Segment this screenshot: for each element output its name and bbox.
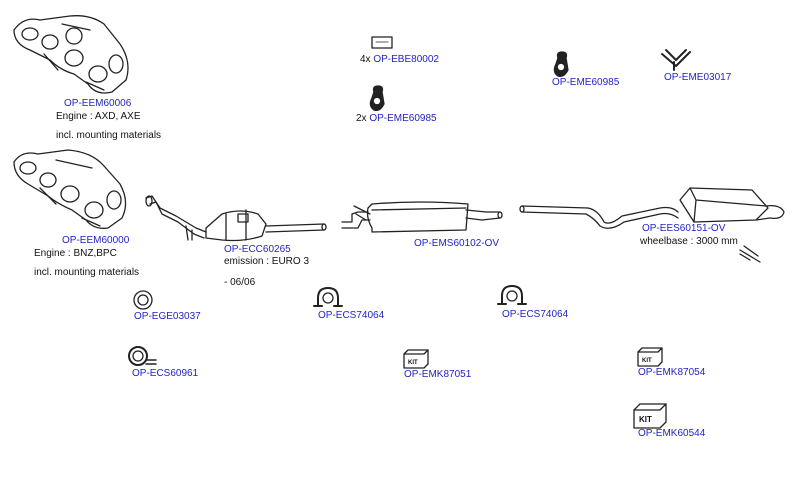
rear-silencer-drawing[interactable] — [519, 187, 785, 229]
part-code-ecc60265[interactable]: OP-ECC60265 — [224, 244, 291, 255]
date-info: - 06/06 — [224, 277, 256, 288]
kit-box-drawing[interactable] — [403, 349, 429, 369]
part-code-ege03037[interactable]: OP-EGE03037 — [134, 311, 201, 322]
pipe-clamp-drawing[interactable] — [313, 287, 343, 307]
pipe-clamp-right-drawing[interactable] — [497, 285, 527, 305]
rubber-mount-right-drawing[interactable] — [553, 51, 569, 78]
part-code-emk87054[interactable]: OP-EMK87054 — [638, 367, 706, 378]
mounting-note: incl. mounting materials — [56, 130, 162, 141]
part-code-ecs60961[interactable]: OP-ECS60961 — [132, 368, 199, 379]
part-entry: 4x OP-EBE80002 — [360, 54, 439, 66]
part-code-emk87051[interactable]: OP-EMK87051 — [404, 369, 472, 380]
engine-info: Engine : AXD, AXE — [56, 111, 141, 122]
hanger-bracket-drawing[interactable] — [661, 49, 691, 71]
part-code-ems60102[interactable]: OP-EMS60102-OV — [414, 238, 500, 249]
clamp-ring-drawing[interactable] — [128, 346, 157, 366]
rubber-mount-drawing[interactable] — [369, 85, 385, 112]
part-code-eme60985[interactable]: OP-EME60985 — [369, 113, 437, 124]
gasket-ring-drawing[interactable] — [133, 290, 153, 310]
catalytic-converter-drawing[interactable] — [145, 195, 327, 242]
part-entry: 2x OP-EME60985 — [356, 113, 437, 125]
kit-label: KIT — [642, 358, 652, 364]
wheelbase-info: wheelbase : 3000 mm — [640, 236, 738, 247]
part-code-eem60000[interactable]: OP-EEM60000 — [62, 235, 130, 246]
engine-info: Engine : BNZ,BPC — [34, 248, 117, 259]
part-code-ecs74064[interactable]: OP-ECS74064 — [318, 310, 385, 321]
part-code-eem60006[interactable]: OP-EEM60006 — [64, 98, 132, 109]
part-code-ees60151[interactable]: OP-EES60151-OV — [642, 223, 726, 234]
quantity-label: 2x — [356, 113, 367, 124]
kit-box-large-drawing[interactable] — [633, 403, 667, 429]
part-code-emk60544[interactable]: OP-EMK60544 — [638, 428, 706, 439]
middle-silencer-drawing[interactable] — [341, 201, 503, 233]
quantity-label: 4x — [360, 54, 371, 65]
kit-label: KIT — [408, 360, 418, 366]
kit-box-right-drawing[interactable] — [637, 347, 663, 367]
heat-shield-part-drawing[interactable] — [371, 36, 393, 49]
exhaust-manifold-top-drawing[interactable] — [13, 15, 129, 94]
mounting-strap-drawing[interactable] — [739, 245, 761, 263]
part-code-ecs74064[interactable]: OP-ECS74064 — [502, 309, 569, 320]
emission-info: emission : EURO 3 — [224, 256, 310, 267]
kit-label: KIT — [639, 415, 652, 424]
mounting-note: incl. mounting materials — [34, 267, 140, 278]
part-code-ebe80002[interactable]: OP-EBE80002 — [373, 54, 439, 65]
part-code-eme03017[interactable]: OP-EME03017 — [664, 72, 732, 83]
exhaust-manifold-lower-drawing[interactable] — [13, 149, 127, 229]
part-code-eme60985[interactable]: OP-EME60985 — [552, 77, 620, 88]
